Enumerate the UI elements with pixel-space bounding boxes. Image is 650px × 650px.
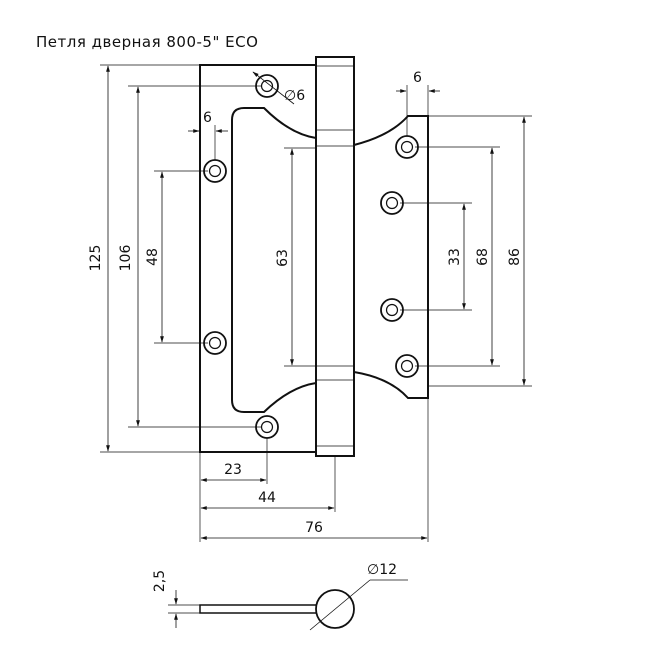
hole-diameter-label: ∅6	[284, 88, 305, 104]
left-leaf-cutout	[231, 107, 317, 413]
dim-125-label: 125	[88, 245, 104, 272]
dim-48-label: 48	[145, 248, 161, 266]
dim-6-left-label: 6	[203, 110, 212, 126]
screw-hole-icon	[395, 354, 419, 378]
dim-33: 33	[400, 202, 472, 311]
hinge-section-view	[199, 589, 355, 629]
dim-6-left: 6	[188, 110, 228, 160]
dim-23-label: 23	[224, 462, 242, 478]
knuckle-diameter-callout: ∅12	[309, 562, 408, 631]
dim-63-label: 63	[275, 249, 291, 267]
dim-44-label: 44	[258, 490, 276, 506]
dim-thickness: 2,5	[152, 570, 200, 628]
dim-33-label: 33	[447, 248, 463, 266]
left-hinge-leaf	[199, 64, 317, 453]
hinge-knuckle	[315, 56, 355, 457]
screw-hole-icon	[380, 298, 404, 322]
dim-86: 86	[428, 115, 532, 387]
right-hinge-leaf	[353, 115, 429, 399]
dim-68-label: 68	[475, 248, 491, 266]
dim-106: 106	[118, 85, 262, 428]
dim-48: 48	[145, 170, 208, 344]
screw-hole-icon	[255, 74, 279, 98]
knuckle-diameter-label: ∅12	[367, 562, 397, 578]
dim-6-right: 6	[396, 70, 440, 136]
dim-106-label: 106	[118, 245, 134, 272]
hole-diameter-callout: ∅6	[252, 71, 305, 105]
dim-68: 68	[415, 146, 500, 367]
screw-hole-icon	[380, 191, 404, 215]
dim-23: 23	[200, 462, 267, 482]
dim-76: 76	[200, 520, 428, 540]
dim-44: 44	[200, 490, 335, 510]
dim-thickness-label: 2,5	[152, 570, 168, 592]
dim-6-right-label: 6	[413, 70, 422, 86]
drawing-title: Петля дверная 800-5" ECO	[36, 33, 258, 51]
screw-holes	[203, 74, 419, 439]
dim-63: 63	[275, 147, 316, 367]
dim-125: 125	[88, 64, 200, 453]
dim-86-label: 86	[507, 248, 523, 266]
dim-76-label: 76	[305, 520, 323, 536]
screw-hole-icon	[395, 135, 419, 159]
